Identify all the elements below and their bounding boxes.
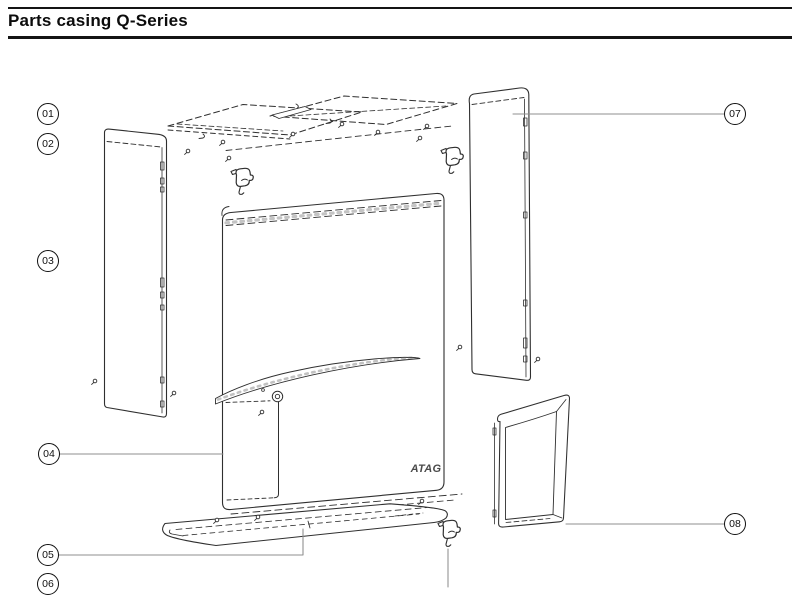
header-rule-top [8, 7, 792, 9]
svg-text:ATAG: ATAG [410, 463, 442, 475]
top-panel-left-drawing [167, 104, 363, 139]
callout-06: 06 [37, 573, 59, 595]
callout-01: 01 [37, 103, 59, 125]
spring-clip-icon [230, 167, 254, 195]
callout-05: 05 [37, 544, 59, 566]
spring-clip-icon [440, 146, 464, 174]
page-title: Parts casing Q-Series [8, 11, 188, 30]
callout-02: 02 [37, 133, 59, 155]
spring-clip-icon [437, 519, 461, 547]
callout-08: 08 [724, 513, 746, 535]
leader-lines [58, 113, 725, 556]
callout-03: 03 [37, 250, 59, 272]
top-panel-rear-drawing [269, 95, 458, 125]
callout-04: 04 [38, 443, 60, 465]
callout-07: 07 [724, 103, 746, 125]
side-panel-left-drawing [103, 128, 168, 418]
front-panel-drawing: ATAG [215, 192, 463, 520]
top-guide-dashes [167, 125, 453, 151]
brand-logo: ATAG [410, 463, 442, 475]
header-rule-bottom [8, 36, 792, 39]
side-door-drawing [492, 394, 571, 528]
leader-line-05 [58, 528, 304, 556]
bottom-panel-drawing [162, 503, 448, 547]
side-panel-right-drawing [468, 87, 532, 381]
